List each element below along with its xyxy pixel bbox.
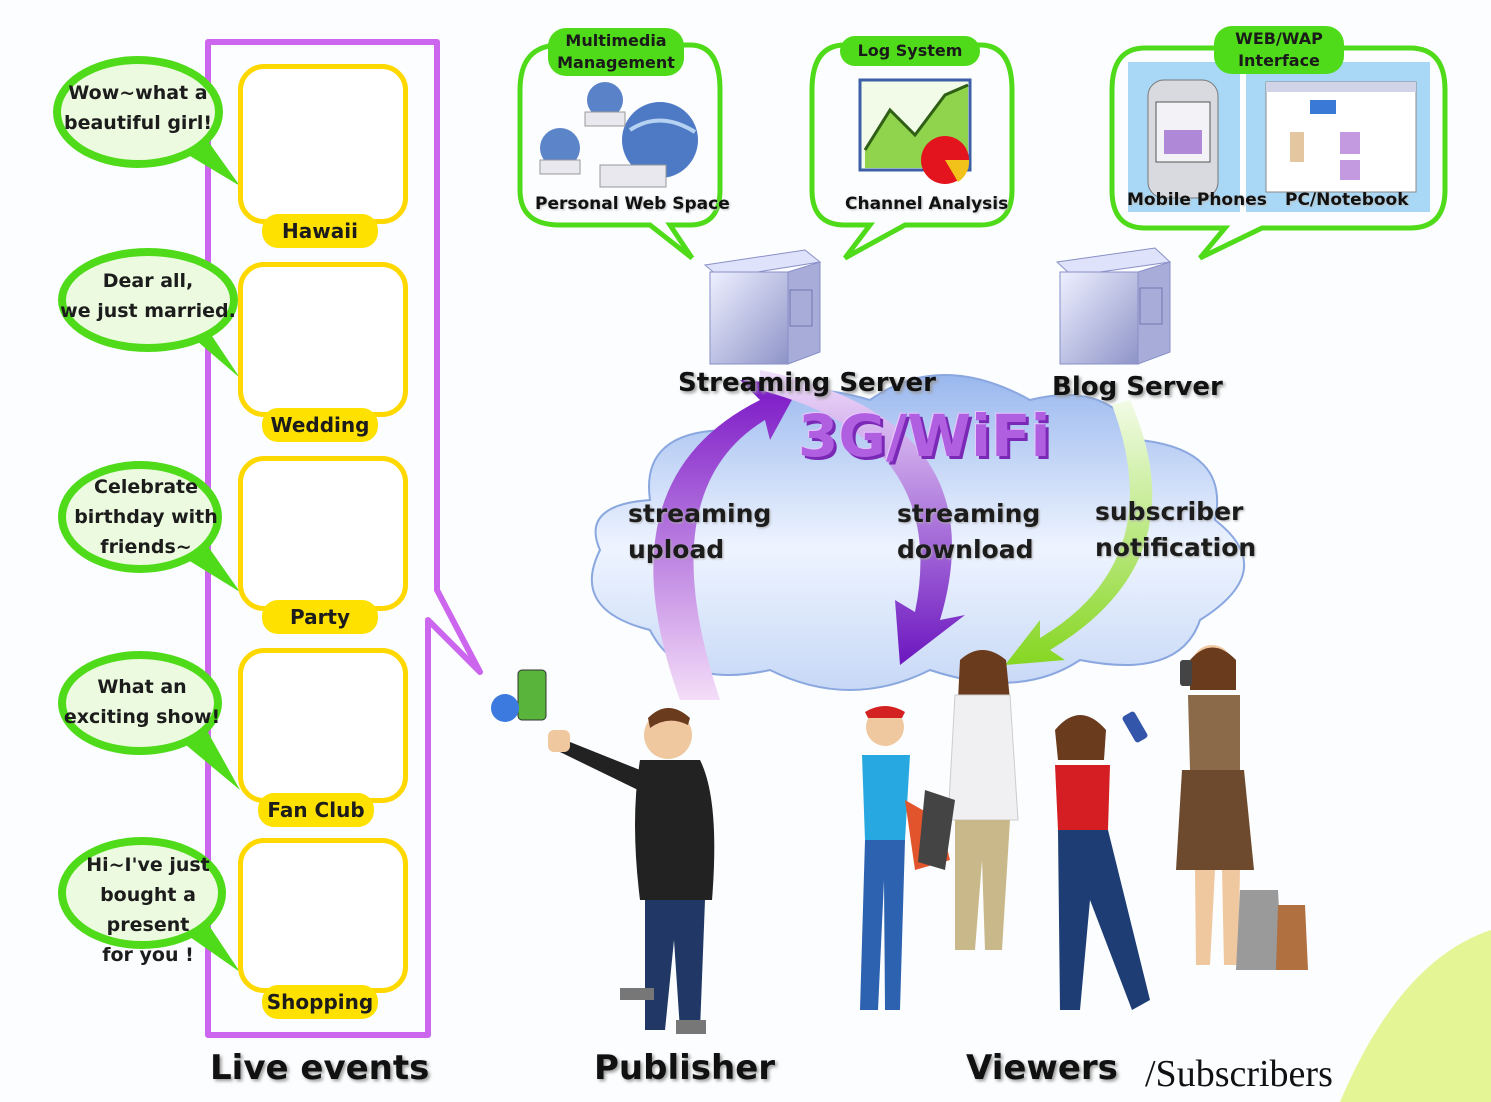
service-title-line: WEB/WAP bbox=[1235, 29, 1323, 48]
speech-line: Wow~what a bbox=[68, 82, 208, 104]
globe-server-icon bbox=[539, 82, 698, 188]
flow-notification: subscriber notification bbox=[1095, 494, 1256, 566]
publisher-figure bbox=[491, 669, 715, 1034]
speech-line: Celebrate bbox=[94, 476, 198, 498]
event-tag-shopping: Shopping bbox=[262, 985, 378, 1019]
pc-screenshot bbox=[1246, 62, 1430, 212]
flow-line: subscriber bbox=[1095, 497, 1244, 526]
speech-line: exciting show! bbox=[63, 706, 221, 728]
service-title-web: WEB/WAP Interface bbox=[1214, 26, 1344, 74]
flow-arrows bbox=[653, 370, 1153, 700]
network-label: 3G/WiFi bbox=[798, 402, 1051, 470]
flow-upload: streaming upload bbox=[628, 496, 771, 568]
publisher-caption: Publisher bbox=[594, 1048, 776, 1088]
speech-line: for you ! bbox=[102, 944, 194, 966]
speech-bubble-inner bbox=[61, 64, 230, 941]
service-title-log: Log System bbox=[840, 36, 980, 66]
viewers-caption: Viewers bbox=[966, 1048, 1118, 1088]
pc-notebook-label: PC/Notebook bbox=[1285, 190, 1409, 210]
event-tag-party: Party bbox=[262, 600, 378, 634]
speech-hawaii: Wow~what a beautiful girl! bbox=[60, 78, 216, 138]
service-title-multimedia: Multimedia Management bbox=[548, 28, 684, 76]
flow-line: download bbox=[897, 535, 1034, 564]
speech-fan-club: What an exciting show! bbox=[62, 672, 222, 732]
phone-screenshot bbox=[1128, 62, 1240, 212]
personal-web-space-label: Personal Web Space bbox=[535, 194, 730, 214]
service-bubble-shapes bbox=[517, 42, 1448, 261]
flow-line: streaming bbox=[897, 499, 1041, 528]
speech-line: friends~ bbox=[100, 536, 192, 558]
event-tag-hawaii: Hawaii bbox=[262, 214, 378, 248]
event-tag-fan-club: Fan Club bbox=[258, 793, 374, 827]
service-title-line: Interface bbox=[1238, 51, 1320, 70]
event-card-wedding bbox=[238, 262, 408, 417]
speech-line: Hi~I've just bbox=[86, 854, 210, 876]
speech-line: birthday with bbox=[74, 506, 218, 528]
chart-icon bbox=[858, 78, 972, 184]
live-events-frame bbox=[205, 39, 483, 1038]
mobile-phones-label: Mobile Phones bbox=[1127, 190, 1267, 210]
live-events-caption: Live events bbox=[210, 1048, 430, 1088]
speech-party: Celebrate birthday with friends~ bbox=[68, 472, 224, 562]
subscribers-caption: /Subscribers bbox=[1145, 1053, 1333, 1095]
event-card-party bbox=[238, 456, 408, 611]
event-tag-wedding: Wedding bbox=[262, 408, 378, 442]
streaming-server-label: Streaming Server bbox=[678, 368, 936, 398]
flow-line: notification bbox=[1095, 533, 1257, 562]
flow-line: upload bbox=[628, 535, 725, 564]
event-card-hawaii bbox=[238, 64, 408, 224]
speech-line: bought a present bbox=[100, 884, 196, 936]
event-card-fan-club bbox=[238, 648, 408, 803]
speech-line: beautiful girl! bbox=[63, 112, 212, 134]
blog-server-icon bbox=[1055, 247, 1172, 365]
flow-line: streaming bbox=[628, 499, 772, 528]
channel-analysis-label: Channel Analysis bbox=[845, 194, 1009, 214]
speech-line: Dear all, bbox=[102, 270, 194, 292]
speech-shopping: Hi~I've just bought a present for you ! bbox=[58, 850, 238, 970]
flow-download: streaming download bbox=[897, 496, 1040, 568]
service-title-line: Multimedia bbox=[565, 31, 667, 50]
streaming-server-icon bbox=[703, 249, 822, 365]
speech-line: What an bbox=[97, 676, 187, 698]
speech-wedding: Dear all, we just married. bbox=[58, 266, 238, 326]
service-title-line: Management bbox=[557, 53, 675, 72]
blog-server-label: Blog Server bbox=[1052, 372, 1223, 402]
viewers-figures bbox=[860, 645, 1308, 1010]
speech-line: we just married. bbox=[60, 300, 236, 322]
event-card-shopping bbox=[238, 838, 408, 993]
